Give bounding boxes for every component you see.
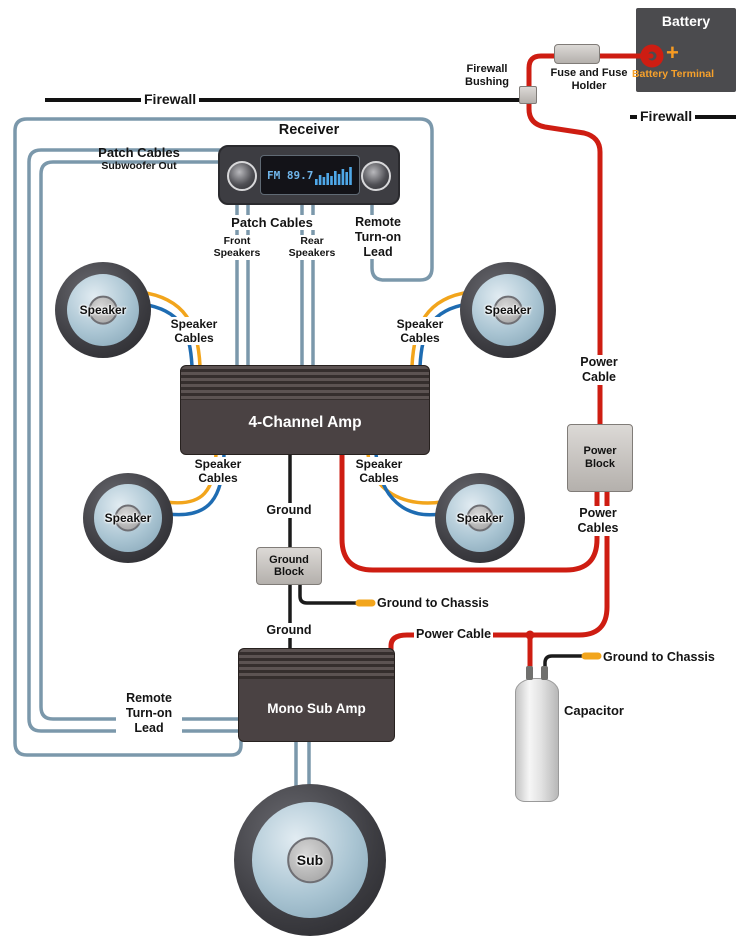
ground-to-chassis-label-capacitor: Ground to Chassis xyxy=(603,650,715,664)
power-cable-label-sub: Power Cable xyxy=(414,627,494,642)
power-block: Power Block xyxy=(567,424,633,492)
frequency-readout: FM 89.7 xyxy=(267,168,314,182)
subwoofer: Sub xyxy=(234,784,386,936)
subwoofer-label: Sub xyxy=(296,852,324,868)
volume-knob-icon xyxy=(227,161,257,191)
subwoofer-dustcap xyxy=(287,837,333,883)
heatsink-fins xyxy=(239,649,394,679)
speaker-cable-yellow xyxy=(410,290,472,368)
four-channel-amp: 4-Channel Amp xyxy=(180,365,430,455)
patch-cables-label: Patch Cables xyxy=(224,215,320,231)
main-power-cable xyxy=(526,53,654,429)
speaker-label: Speaker xyxy=(456,511,504,525)
receiver-title: Receiver xyxy=(278,122,340,138)
rear-speakers-label: Rear Speakers xyxy=(281,235,343,260)
mono-sub-amp-label: Mono Sub Amp xyxy=(267,701,366,716)
speaker-label: Speaker xyxy=(79,303,127,317)
remote-turn-on-label-top: Remote Turn-on Lead xyxy=(346,215,410,260)
amp-power-cable xyxy=(339,449,600,573)
capacitor-negative-terminal xyxy=(541,666,548,680)
remote-turn-on-lead-wire xyxy=(13,117,434,757)
subwoofer-patch-cable-a xyxy=(27,148,244,733)
ground-label-amp: Ground xyxy=(255,503,323,518)
speaker-rear-right: Speaker xyxy=(435,473,525,563)
speaker-cable-yellow xyxy=(138,290,202,368)
capacitor-positive-terminal xyxy=(526,666,533,680)
spectrum-bars-icon xyxy=(315,167,352,185)
battery-plus-sign: + xyxy=(666,40,679,65)
capacitor-body xyxy=(515,678,559,802)
capacitor-ground-wire xyxy=(543,654,587,681)
speaker-cables-label: Speaker Cables xyxy=(187,457,249,486)
subwoofer-patch-cable-b xyxy=(39,160,244,721)
speaker-cables-label: Speaker Cables xyxy=(163,317,225,346)
remote-turn-on-label-bottom: Remote Turn-on Lead xyxy=(116,691,182,736)
ground-block: Ground Block xyxy=(256,547,322,585)
power-cables-label: Power Cables xyxy=(570,506,626,536)
capacitor-label: Capacitor xyxy=(564,703,624,718)
mono-sub-amp: Mono Sub Amp xyxy=(238,648,395,742)
speaker-label: Speaker xyxy=(484,303,532,317)
front-speakers-label: Front Speakers xyxy=(206,235,268,260)
speaker-front-right: Speaker xyxy=(460,262,556,358)
speaker-cables-label: Speaker Cables xyxy=(389,317,451,346)
receiver-display: FM 89.7 xyxy=(260,155,360,195)
speaker-dustcap xyxy=(88,295,118,325)
ground-to-chassis-label: Ground to Chassis xyxy=(377,596,489,610)
speaker-dustcap xyxy=(466,504,494,532)
firewall-label-right: Firewall xyxy=(637,108,696,125)
firewall-label-left: Firewall xyxy=(141,91,200,108)
subwoofer-patch-label: Patch Cables Subwoofer Out xyxy=(90,145,188,173)
battery-terminal-label: Battery Terminal xyxy=(631,68,715,80)
battery-title: Battery xyxy=(661,13,711,29)
speaker-cables-label: Speaker Cables xyxy=(348,457,410,486)
ground-to-chassis-wire xyxy=(298,580,361,605)
subwoofer-patch-line2: Subwoofer Out xyxy=(101,160,177,173)
power-junction-dot xyxy=(525,630,535,640)
power-cable-label-main: Power Cable xyxy=(572,355,626,385)
speaker-label: Speaker xyxy=(104,511,152,525)
ground-label-sub-amp: Ground xyxy=(255,623,323,638)
four-channel-amp-label: 4-Channel Amp xyxy=(248,414,362,431)
receiver-unit: FM 89.7 xyxy=(218,145,400,205)
speaker-dustcap xyxy=(493,295,523,325)
subwoofer-patch-line1: Patch Cables xyxy=(98,145,180,160)
heatsink-fins xyxy=(181,366,429,400)
firewall-bushing-block xyxy=(519,86,537,104)
battery-ring-terminal-icon xyxy=(640,44,664,68)
fuse-holder-block xyxy=(554,44,600,64)
speaker-dustcap xyxy=(114,504,142,532)
speaker-rear-left: Speaker xyxy=(83,473,173,563)
speaker-front-left: Speaker xyxy=(55,262,151,358)
firewall-bushing-label: Firewall Bushing xyxy=(465,63,509,88)
fuse-holder-label: Fuse and Fuse Holder xyxy=(550,67,628,92)
tuning-knob-icon xyxy=(361,161,391,191)
